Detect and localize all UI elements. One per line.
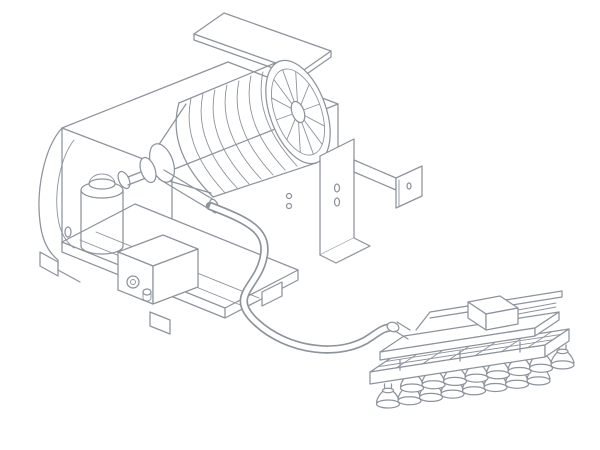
motor-cooling-fins <box>188 71 298 194</box>
vacuum-hose <box>205 201 400 354</box>
control-box <box>117 234 199 305</box>
machine-foot <box>261 281 283 307</box>
suction-gripper <box>369 290 575 409</box>
bracket-hole <box>333 183 341 193</box>
vacuum-pump-unit <box>38 12 423 335</box>
connecting-tube <box>158 169 215 210</box>
electric-motor <box>175 59 331 198</box>
motor-hub <box>290 100 306 124</box>
bracket-hole <box>406 182 412 190</box>
mounting-bracket <box>285 138 423 264</box>
power-button <box>126 275 140 289</box>
hose-fitting <box>386 321 400 333</box>
screw-head <box>285 192 293 200</box>
gripper-posts <box>399 341 521 371</box>
bracket-tab <box>395 165 423 209</box>
pump-fitting <box>117 170 131 190</box>
motor-fan-grille <box>265 59 331 165</box>
machine-foot <box>39 251 59 277</box>
left-curved-bracket <box>38 127 81 283</box>
motor-rear-cap <box>175 102 214 198</box>
screw-head <box>285 202 293 210</box>
bracket-hole <box>333 197 341 207</box>
vacuum-manifold <box>394 295 557 340</box>
artwork-root <box>38 12 575 409</box>
pump-cylinder <box>80 169 147 255</box>
toggle-stub <box>142 288 152 302</box>
machine-foot <box>149 311 171 335</box>
inlet-elbow <box>394 321 411 340</box>
